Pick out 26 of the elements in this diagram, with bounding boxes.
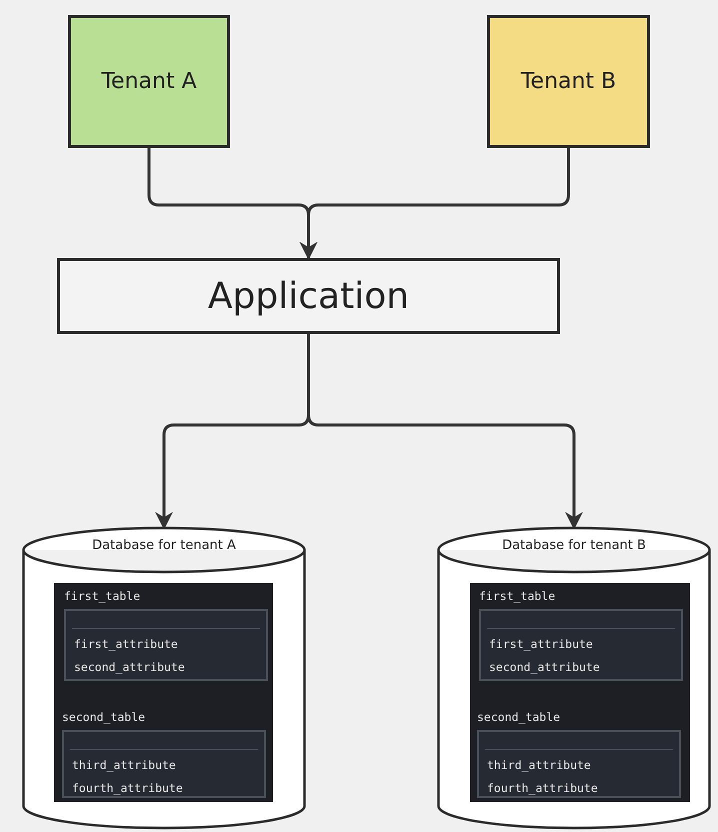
attribute-name: second_attribute [489,660,600,674]
table-name: first_table [479,589,556,603]
arrow [300,148,570,260]
attribute-name: fourth_attribute [487,781,598,795]
schema-panel [470,583,690,802]
box-label: Application [208,276,410,316]
box-label: Tenant A [101,69,197,94]
table-name: second_table [477,710,560,724]
tenant-box [487,15,650,148]
tenant-box [68,15,230,148]
process-box [57,258,560,334]
database-cylinder [22,528,306,830]
attribute-name: second_attribute [74,660,185,674]
table-name: second_table [62,710,146,724]
database-label: Database for tenant B [501,538,647,553]
database-label: Database for tenant A [91,538,237,553]
attribute-name: fourth_attribute [72,781,183,795]
database-cylinder [437,528,711,830]
attribute-name: first_attribute [489,637,593,651]
attribute-name: third_attribute [72,758,176,772]
arrow [307,334,583,530]
table-name: first_table [64,589,140,603]
schema-panel [54,583,273,802]
attribute-name: first_attribute [74,637,178,651]
box-label: Tenant B [520,69,616,94]
attribute-name: third_attribute [487,758,591,772]
